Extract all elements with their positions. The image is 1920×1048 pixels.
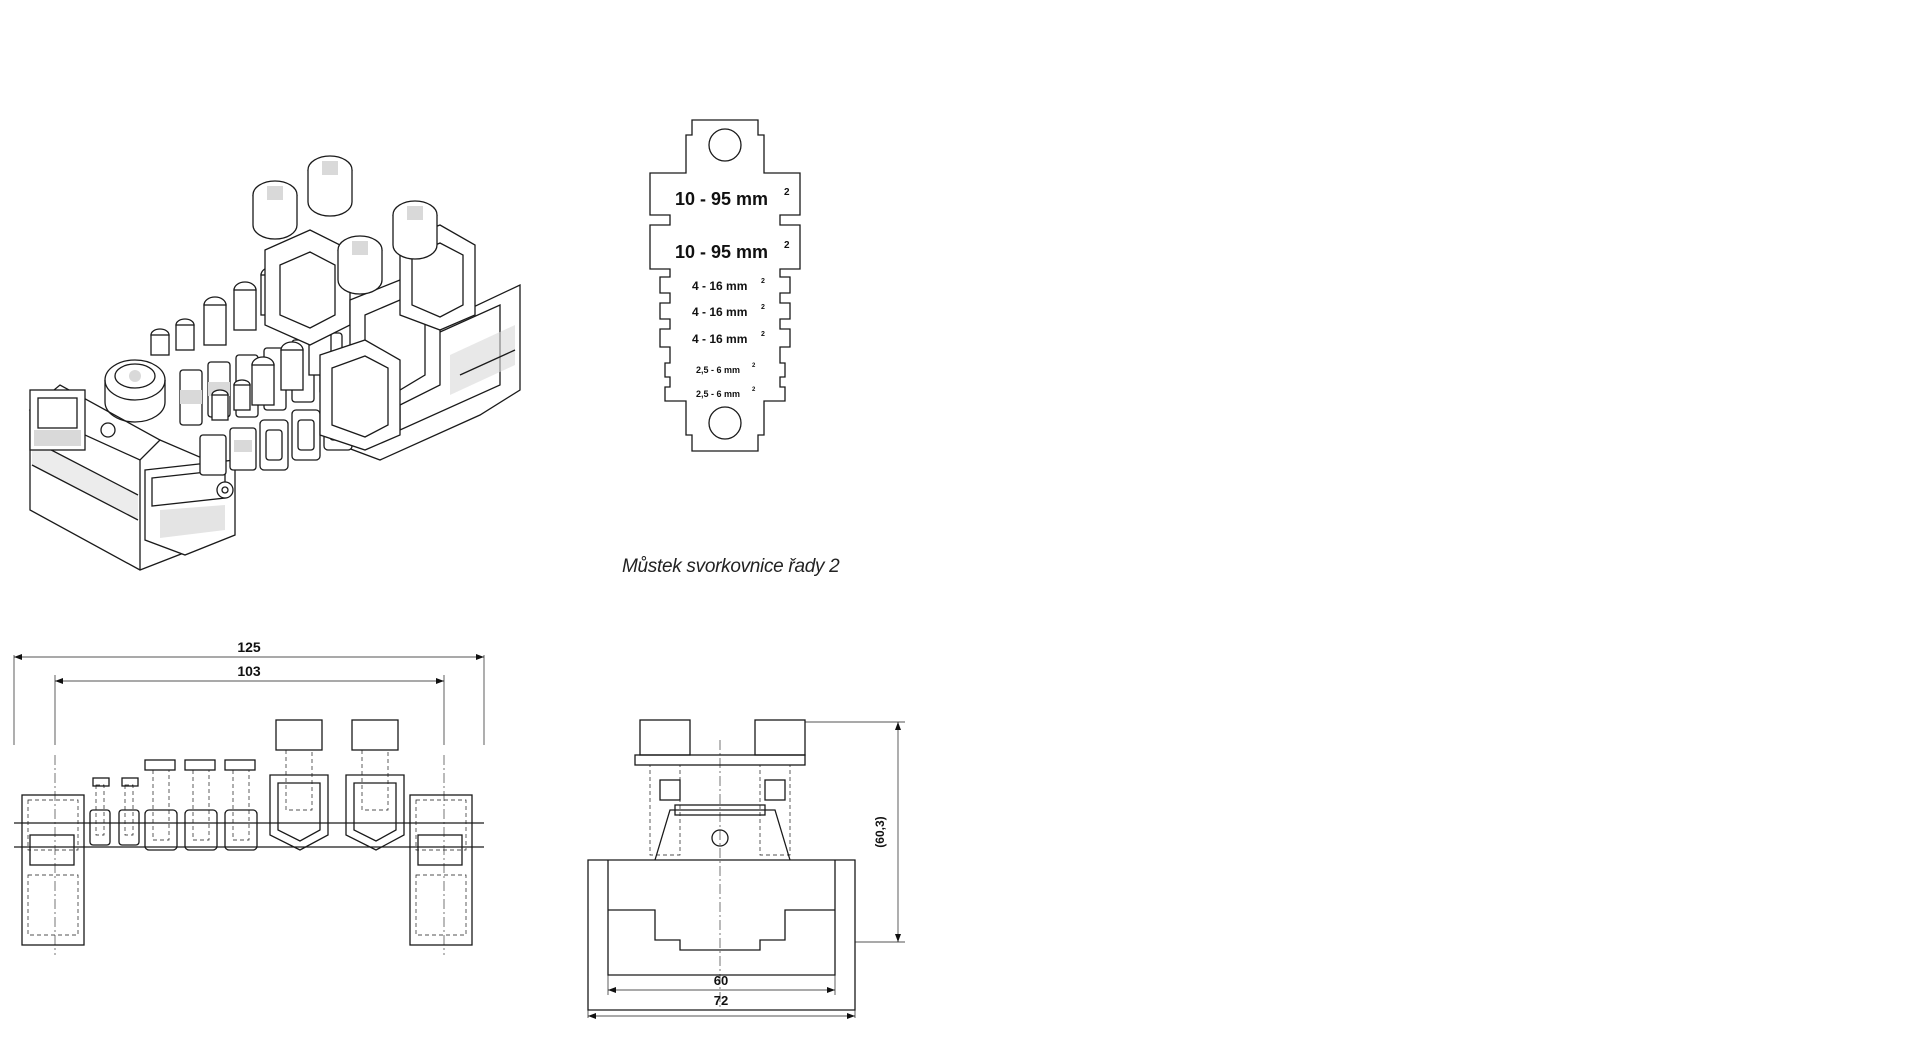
isometric-view — [20, 140, 540, 580]
front-view-drawing: 125 103 — [13, 639, 485, 955]
bridge-strip-drawing: 10 - 95 mm 2 10 - 95 mm 2 4 - 16 mm 2 4 … — [649, 119, 801, 452]
strip-label-mid-2-sup: 2 — [761, 304, 765, 311]
strip-label-small-1: 2,5 - 6 mm — [696, 365, 740, 375]
front-large-clamps — [269, 719, 405, 851]
isometric-drawing — [28, 155, 521, 571]
strip-label-mid-1: 4 - 16 mm — [692, 279, 747, 293]
strip-label-large-2: 10 - 95 mm — [675, 242, 768, 262]
bridge-strip: 10 - 95 mm 2 10 - 95 mm 2 4 - 16 mm 2 4 … — [640, 115, 820, 535]
strip-label-mid-3-sup: 2 — [761, 331, 765, 338]
dim-hole-spacing: 103 — [237, 663, 261, 679]
strip-label-small-1-sup: 2 — [752, 363, 756, 369]
large-clamps — [252, 155, 476, 451]
strip-label-mid-1-sup: 2 — [761, 278, 765, 285]
side-view-drawing: (60,3) 60 72 — [587, 719, 905, 1019]
front-small-clamps — [89, 759, 258, 851]
strip-label-large-1-sup: 2 — [784, 187, 790, 198]
bridge-caption: Můstek svorkovnice řady 2 — [622, 556, 840, 577]
dim-height: (60,3) — [873, 816, 887, 847]
strip-label-small-2: 2,5 - 6 mm — [696, 389, 740, 399]
strip-label-mid-3: 4 - 16 mm — [692, 332, 747, 346]
front-view: 125 103 — [0, 635, 500, 960]
strip-label-large-2-sup: 2 — [784, 240, 790, 251]
strip-label-small-2-sup: 2 — [752, 387, 756, 393]
side-view: (60,3) 60 72 — [580, 700, 920, 1020]
dim-inner-width: 60 — [714, 973, 728, 988]
strip-label-mid-2: 4 - 16 mm — [692, 305, 747, 319]
dim-outer-width: 72 — [714, 993, 728, 1008]
dim-overall-length: 125 — [237, 639, 261, 655]
strip-label-large-1: 10 - 95 mm — [675, 189, 768, 209]
